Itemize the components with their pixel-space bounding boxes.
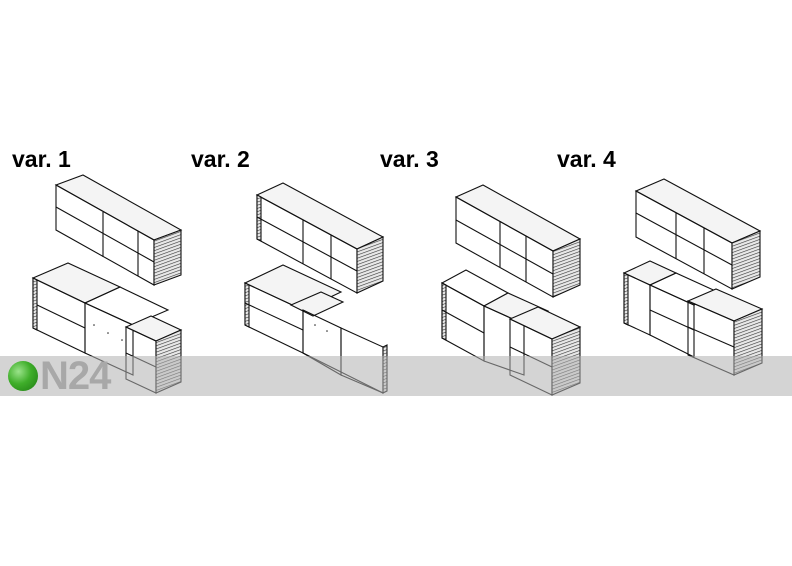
variant-2-label: var. 2	[191, 146, 250, 172]
variant-1-drawing	[28, 174, 188, 400]
green-circle-icon	[8, 361, 38, 391]
watermark-logo: N24	[8, 354, 111, 398]
watermark-text: N24	[40, 354, 111, 398]
variant-4-label: var. 4	[557, 146, 616, 172]
watermark-band	[0, 356, 792, 396]
variant-3-drawing	[438, 175, 588, 405]
variant-2-drawing	[243, 175, 393, 405]
variant-3-label: var. 3	[380, 146, 439, 172]
variant-1-label: var. 1	[12, 146, 71, 172]
